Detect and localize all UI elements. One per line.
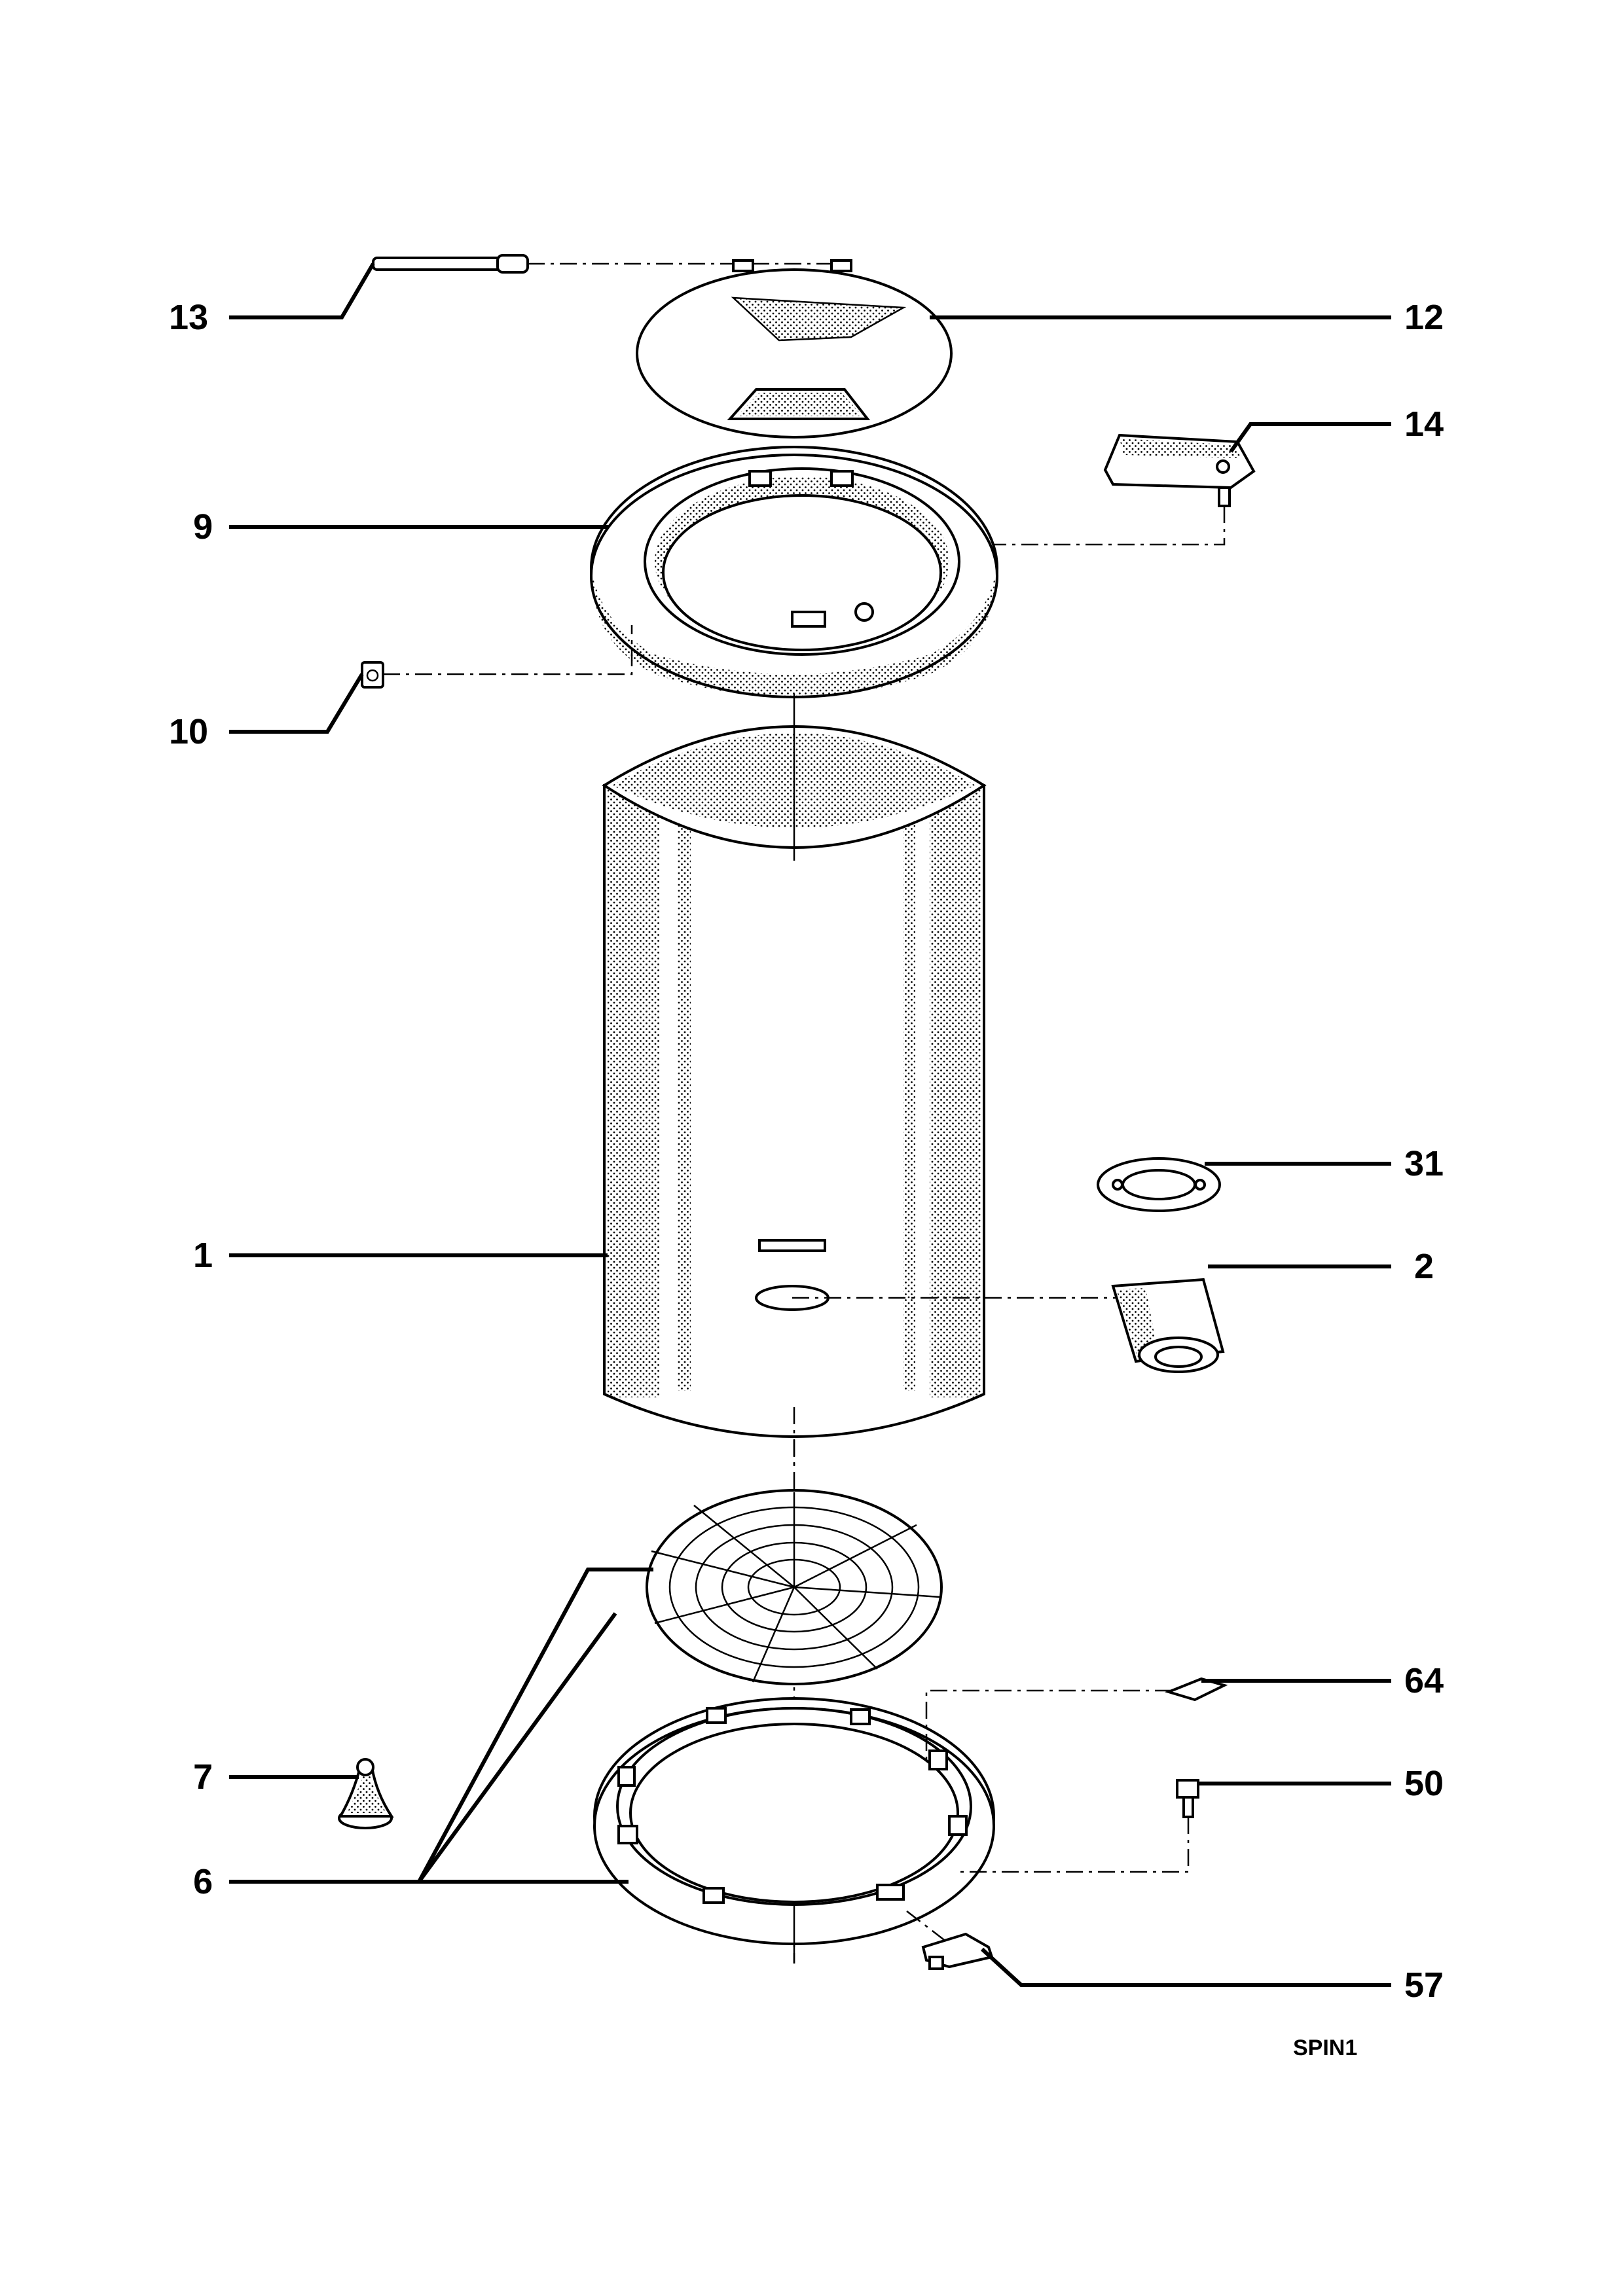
part-57-switch xyxy=(906,1910,994,1970)
leader-line-14 xyxy=(1229,422,1391,453)
part-9-top-ring xyxy=(590,446,998,698)
callout-10: 10 xyxy=(169,712,208,751)
callout-14: 14 xyxy=(1404,404,1444,444)
callout-50: 50 xyxy=(1404,1764,1444,1803)
callout-6: 6 xyxy=(193,1862,213,1901)
callout-1: 1 xyxy=(193,1236,213,1275)
part-1-drum-cylinder xyxy=(602,694,1152,1466)
callout-12: 12 xyxy=(1404,298,1444,337)
part-64-clip xyxy=(925,1677,1228,1761)
leader-line-6 xyxy=(229,1568,653,1884)
callout-57: 57 xyxy=(1404,1965,1444,2005)
part-10-clip xyxy=(361,625,633,689)
callout-9: 9 xyxy=(193,507,213,547)
part-50-bracket xyxy=(956,1779,1199,1873)
callout-13: 13 xyxy=(169,298,208,337)
part-2-cone-bearing xyxy=(1111,1278,1225,1373)
part-12-lid xyxy=(636,259,953,439)
leader-line-13 xyxy=(229,262,375,319)
callout-7: 7 xyxy=(193,1757,213,1797)
diagram-reference-code: SPIN1 xyxy=(1293,2036,1357,2060)
part-31-gasket xyxy=(1097,1157,1221,1212)
part-6-base-plate xyxy=(646,1489,943,1685)
part-13-hinge-pin xyxy=(372,254,845,274)
callout-31: 31 xyxy=(1404,1144,1444,1183)
part-6-base-ring xyxy=(593,1697,995,1964)
leader-line-57 xyxy=(980,1947,1391,1987)
callout-64: 64 xyxy=(1404,1661,1444,1700)
part-7-foot xyxy=(338,1758,394,1829)
callout-2: 2 xyxy=(1414,1247,1434,1286)
leader-line-10 xyxy=(229,673,364,734)
